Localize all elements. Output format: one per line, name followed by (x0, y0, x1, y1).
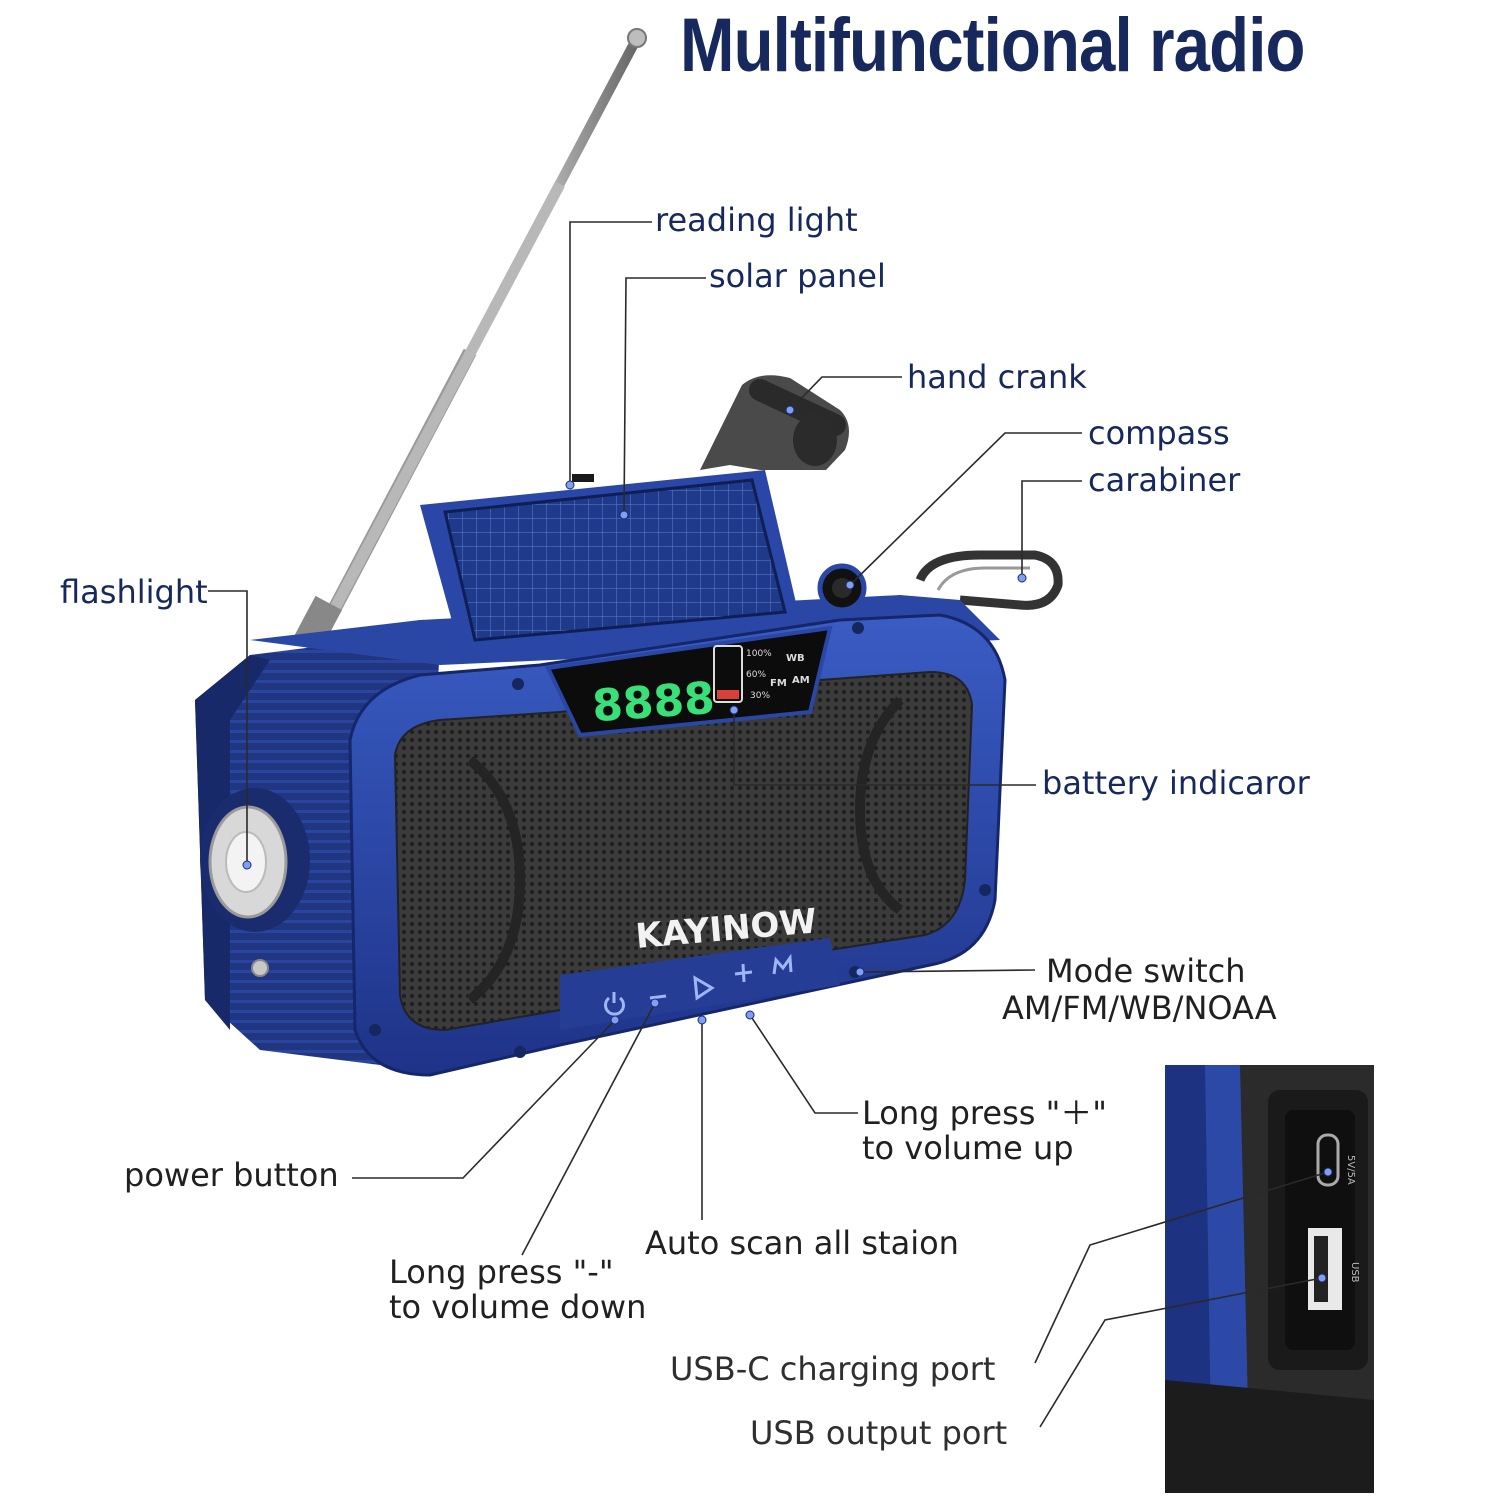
leader-carabiner (1021, 480, 1082, 578)
lcd-display: 8888 100% 60% 30% WB FM AM (545, 625, 833, 738)
leader-usb-output (1039, 1277, 1323, 1428)
label-mode-switch: Mode switch (1046, 952, 1246, 990)
leader-battery (733, 710, 1036, 786)
leader-dots (242, 405, 1333, 1283)
label-volume-down-2: to volume down (389, 1288, 647, 1326)
compass (817, 563, 867, 613)
label-auto-scan: Auto scan all staion (645, 1224, 959, 1262)
leader-usb-c (1034, 1171, 1329, 1364)
label-battery-indicator: battery indicaror (1042, 764, 1310, 802)
label-volume-up-2: to volume up (862, 1129, 1074, 1167)
lcd-digits: 8888 (591, 673, 717, 732)
label-solar-panel: solar panel (709, 257, 886, 295)
battery-level-60: 60% (746, 670, 766, 680)
hand-crank (700, 375, 849, 470)
usb-marking: USB (1349, 1262, 1360, 1283)
label-volume-up: Long press "＋" (862, 1094, 1108, 1132)
band-wb: WB (786, 653, 805, 664)
label-flashlight: flashlight (60, 573, 208, 611)
plus-icon (734, 963, 753, 983)
leader-volume-down (521, 1002, 656, 1256)
label-carabiner: carabiner (1088, 461, 1241, 499)
label-compass: compass (1088, 414, 1230, 452)
leader-solar-panel (623, 277, 706, 516)
mode-icon (772, 953, 793, 975)
leader-power (352, 1019, 616, 1179)
leader-compass (849, 432, 1082, 586)
label-reading-light: reading light (655, 201, 858, 239)
label-power-button: power button (124, 1156, 339, 1194)
leader-hand-crank (789, 376, 902, 411)
band-fm: FM (770, 678, 787, 689)
usb-c-marking: 5V/5A (1345, 1155, 1356, 1185)
leader-flashlight (208, 590, 248, 865)
label-hand-crank: hand crank (907, 358, 1087, 396)
label-usb-c-port: USB-C charging port (670, 1350, 996, 1388)
carabiner (915, 550, 1063, 610)
power-icon (604, 992, 625, 1016)
battery-level-30: 30% (750, 691, 770, 701)
leader-reading-light (569, 221, 652, 485)
leader-lines (208, 221, 1329, 1428)
solar-panel (420, 470, 800, 650)
control-buttons (604, 953, 793, 1016)
leader-volume-up (749, 1014, 858, 1114)
leader-mode-switch (859, 969, 1036, 973)
label-usb-output-port: USB output port (750, 1414, 1008, 1452)
battery-level-100: 100% (746, 649, 772, 659)
label-volume-down: Long press "-" (389, 1253, 614, 1291)
port-inset: 5V/5A USB (1165, 1065, 1374, 1493)
label-mode-switch-modes: AM/FM/WB/NOAA (1002, 989, 1277, 1027)
band-am: AM (792, 675, 810, 686)
play-icon (693, 975, 715, 1001)
page-title: Multifunctional radio (680, 3, 1305, 88)
minus-icon (649, 994, 667, 1000)
